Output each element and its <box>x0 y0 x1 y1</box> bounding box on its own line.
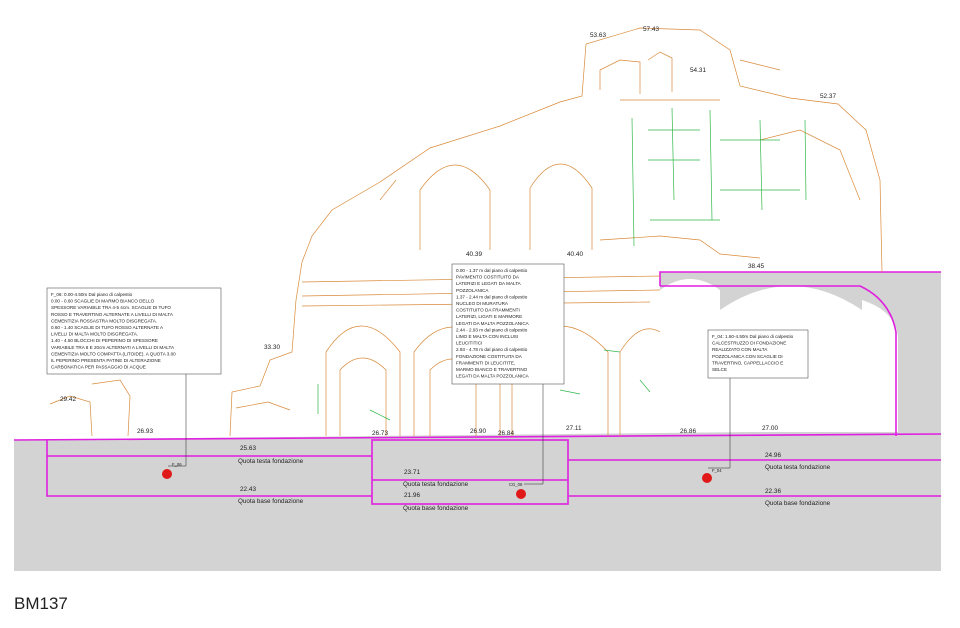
note-line: 0.00 - 0.60 SCAGLIE DI MARMO BIANCO DELL… <box>51 299 155 304</box>
note-line: LIVELLI DI MALTA MOLTO DISGREGATA. <box>51 332 138 337</box>
quota-top-label: Quota testa fondazione <box>403 481 469 488</box>
quota-top-label: Quota testa fondazione <box>765 464 831 471</box>
note-box-left: F_06: 0.00-4.50m Dal piano di calpestio 0… <box>46 287 222 375</box>
quota-top-label: Quota testa fondazione <box>238 458 304 465</box>
ground-mass <box>14 430 941 571</box>
note-box-center: 0.00 - 1.37 m dal piano di calpestioPAVI… <box>451 263 565 385</box>
elevation-labels: 53.63 57.43 54.31 52.37 40.39 40.40 38.4… <box>60 26 836 499</box>
elevation-label: 24.96 <box>765 452 781 459</box>
note-line: POZZOLANICA CON SCAGLIE DI <box>712 354 783 359</box>
sample-point-marker <box>702 473 712 483</box>
elevation-label: 21.96 <box>404 492 420 499</box>
note-line: VARIABILE TRA 8 E 20cm ALTERNATI A LIVEL… <box>51 345 175 350</box>
note-line: LEGATI DA MALTA POZZOLANICA <box>456 321 530 326</box>
elevation-label: 27.11 <box>566 425 582 432</box>
note-line: SELCE <box>712 367 727 372</box>
quota-base-label: Quota base fondazione <box>403 505 469 512</box>
elevation-label: 22.36 <box>765 488 781 495</box>
note-line: 0.60 - 1.40 SCAGLIE DI TUFO ROSSO ALTERN… <box>51 325 164 330</box>
elevation-label: 26.73 <box>372 430 388 437</box>
note-line: COSTITUITO DA FRAMMENTI <box>456 308 520 313</box>
note-line: F_06: 0.00-4.50m Dal piano di calpestio <box>51 292 133 297</box>
sample-point-tag: F_04 <box>712 468 722 473</box>
note-line: CARBONATICA PER PASSAGGIO DI ACQUE <box>51 365 146 370</box>
sheet-label: BM137 <box>14 594 68 613</box>
elevation-label: 26.84 <box>498 430 514 437</box>
elevation-label: 22.43 <box>240 486 256 493</box>
note-line: LEUCITITICI <box>456 341 482 346</box>
note-line: CALCESTRUZZO DI FONDAZIONE <box>712 341 786 346</box>
note-line: 1.37 - 2.44 m dal piano di calpestio <box>456 294 528 299</box>
note-line: POZZOLANICA <box>456 288 489 293</box>
elevation-label: 23.71 <box>404 469 420 476</box>
sample-point-tag: CG_06 <box>509 482 523 487</box>
note-line: 1.40 - 4.50 BLOCCHI DI PEPERINO DI SPESS… <box>51 338 158 343</box>
note-line: PAVIMENTO COSTITUITO DA <box>456 275 520 280</box>
elevation-label: 40.39 <box>466 251 482 258</box>
elevation-label: 53.63 <box>590 32 606 39</box>
foundation-outlines <box>13 271 942 505</box>
sample-points: F_06 CG_06 F_04 <box>162 462 722 499</box>
note-line: CEMENTIZIA ROSSASTRA MOLTO DISGREGATA. <box>51 318 157 323</box>
elevation-label: 40.40 <box>567 251 583 258</box>
elevation-label: 52.37 <box>820 93 836 100</box>
leader-lines <box>168 374 731 485</box>
quota-base-label: Quota base fondazione <box>238 498 304 505</box>
elevation-label: 38.45 <box>748 263 764 270</box>
note-line: LIMO E MALTA CON INCLUSI <box>456 334 518 339</box>
note-line: MARMO BIANCO E TRAVERTINO <box>456 367 528 372</box>
elevation-label: 27.00 <box>762 425 778 432</box>
elevation-label: 25.63 <box>240 445 256 452</box>
note-line: 0.00 - 1.37 m dal piano di calpestio <box>456 268 528 273</box>
sample-point-tag: F_06 <box>172 462 182 467</box>
quota-base-label: Quota base fondazione <box>765 500 831 507</box>
note-line: 2.44 - 2.93 m dal piano di calpestio <box>456 327 528 332</box>
vegetation-marks <box>317 107 807 421</box>
note-line: ROSSO E TRAVERTINO ALTERNATE A LIVELLI D… <box>51 312 174 317</box>
elevation-label: 26.93 <box>137 428 153 435</box>
sample-point-marker <box>516 489 526 499</box>
note-line: F_04: 1.60-4.50m Dal piano di calpestio <box>712 334 794 339</box>
note-line: SPESSORE VARIABILE TRA 4-5 4cm. SCAGLIE … <box>51 305 171 310</box>
note-line: LATERIZI, LIGATI E MARMORE <box>456 314 522 319</box>
elevation-label: 26.90 <box>470 428 486 435</box>
elevation-label: 57.43 <box>643 26 659 33</box>
elevation-label: 26.86 <box>680 428 696 435</box>
note-line: 2.93 - 4.78 m dal piano di calpestio <box>456 347 528 352</box>
note-line: CEMENTIZIA MOLTO COMPATTA (LITOIDE). A Q… <box>51 351 176 356</box>
quota-labels: Quota testa fondazione Quota base fondaz… <box>238 458 831 512</box>
note-line: LATERIZI E LEGATI DA MALTA <box>456 281 522 286</box>
sample-point-marker <box>162 469 172 479</box>
note-line: LEGATI DA MALTA POZZOLANICA <box>456 374 530 379</box>
elevation-label: 29.42 <box>60 396 76 403</box>
note-line: FRAMMENTI DI LEUCITITE, <box>456 360 515 365</box>
note-box-right: F_04: 1.60-4.50m Dal piano di calpestioC… <box>707 329 809 379</box>
note-line: REALIZZATO CON MALTA <box>712 347 768 352</box>
elevation-label: 33.30 <box>264 344 280 351</box>
elevation-label: 54.31 <box>690 67 706 74</box>
note-line: IL PEPERINO PRESENTA PATINE DI ALTERAZIO… <box>51 358 161 363</box>
note-line: TRAVERTINO, CAPPELLACCIO E <box>712 360 783 365</box>
note-line: FONDAZIONE COSTITUITA DA <box>456 354 523 359</box>
note-line: NUCLEO DI MURATURA <box>456 301 509 306</box>
